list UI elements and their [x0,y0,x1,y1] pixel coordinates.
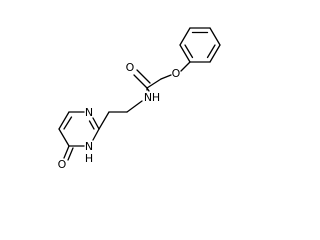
bond-ch2-co [146,78,162,89]
amide-hydrogen-label: H [152,91,160,104]
bond-ring-n1-c2 [92,128,100,141]
ring-nitrogen-nh-label: N [85,140,93,153]
bond-co-double-1 [133,74,148,89]
bond-ring-c4-c5-inner [63,116,73,130]
ring-carbonyl-oxygen-label: O [58,158,67,171]
bond-o-ch2 [160,74,172,80]
bond-ring-c4-c5 [58,111,70,130]
bond-n-ch2a [126,100,143,113]
bond-ring-c5-c6 [58,128,70,147]
ring-nitrogen-top-label: N [85,106,93,119]
bond-ph-inner-3 [184,44,194,59]
bond-co-double-2 [136,69,151,84]
bond-ph-o [180,61,191,72]
bond-lines [58,27,221,161]
bond-ph-inner-2 [206,44,216,59]
bond-ph-2 [209,27,221,46]
bond-co-n-2 [146,87,150,92]
atom-labels: O N H O N N H O [58,61,181,171]
carbonyl-oxygen-label: O [126,61,135,74]
amide-nitrogen-label: N [144,91,152,104]
bond-ring-c2-n3-inner [88,120,95,130]
ether-oxygen-label: O [172,67,181,80]
bond-ring-co-2 [67,147,74,161]
bond-ph-5 [179,44,191,63]
molecule-diagram: O N H O N N H O [58,27,221,171]
bond-ch2b-ring [98,111,110,130]
bond-ring-c2-n3 [92,117,100,130]
bond-ph-6 [179,27,191,46]
ring-nh-hydrogen-label: H [85,152,93,165]
bond-ring-co-1 [63,145,70,159]
bond-ph-3 [209,44,221,63]
